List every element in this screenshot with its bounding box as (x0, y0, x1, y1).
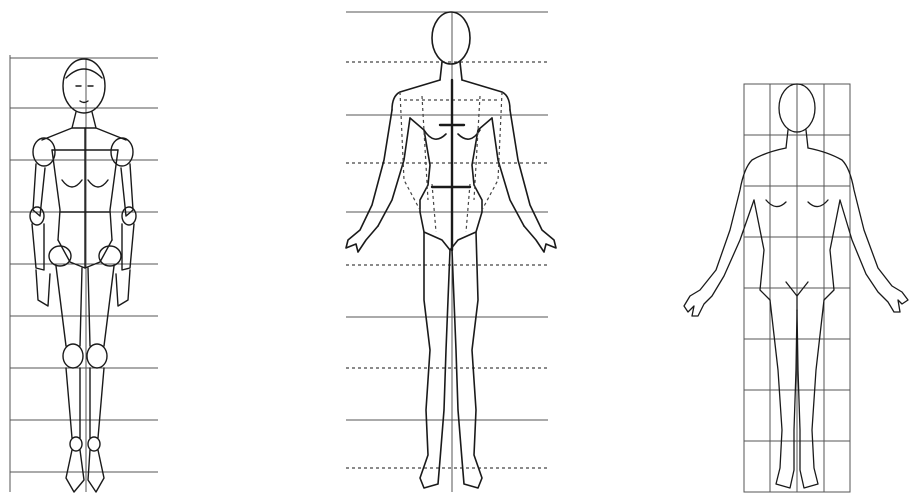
croquis-front-figure (346, 12, 556, 492)
croquis-markers (432, 80, 470, 250)
body-outline-figure (684, 84, 908, 492)
outline-body (684, 84, 908, 488)
mannequin-body (30, 59, 136, 492)
mannequin-proportion-figure (10, 55, 158, 492)
mannequin-grid (10, 55, 158, 492)
croquis-grid (346, 12, 548, 492)
